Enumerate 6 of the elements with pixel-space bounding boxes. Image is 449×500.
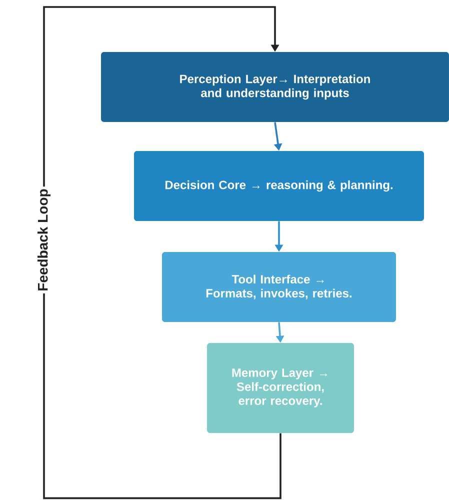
process-box: Perception Layer→ Interpretation and understanding inputs [101, 52, 449, 122]
process-box: Decision Core → reasoning & planning. [134, 151, 424, 221]
process-box: Memory Layer → Self-correction, error recovery. [207, 343, 354, 433]
edge-label: Feedback Loop [35, 186, 53, 294]
process-box: Tool Interface → Formats, invokes, retries. [162, 252, 396, 322]
feedback-arrow [43, 6, 282, 500]
